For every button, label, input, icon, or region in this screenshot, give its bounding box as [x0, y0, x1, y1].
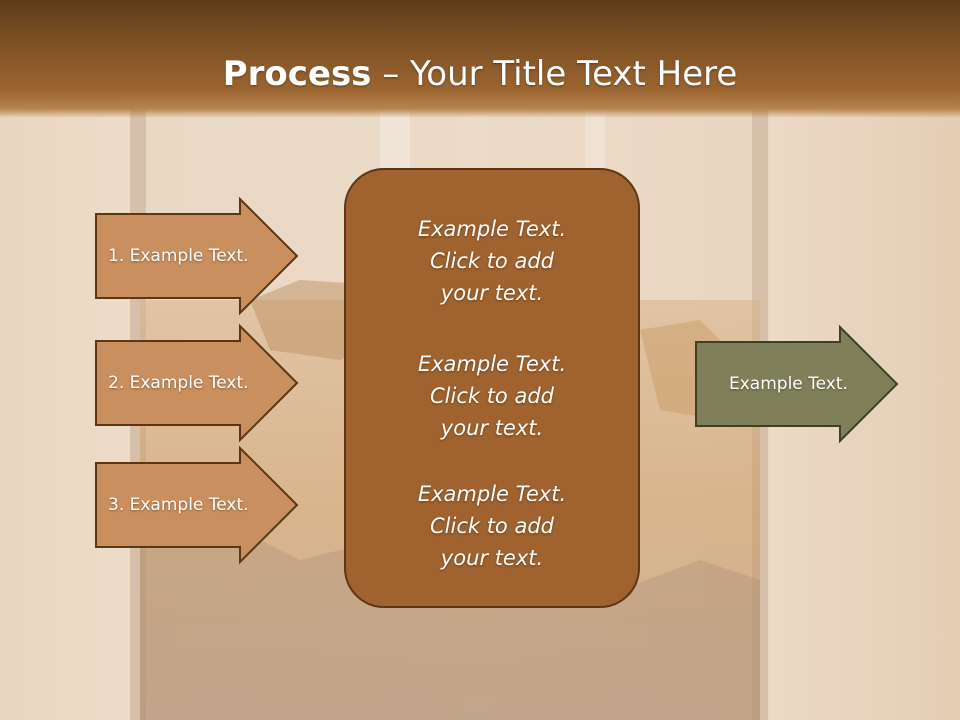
- center-paragraph-2: Example Text. Click to add your text.: [344, 348, 640, 444]
- center-paragraph-1-line-1: Example Text.: [417, 217, 567, 241]
- left-arrow-2-shape[interactable]: [95, 323, 299, 443]
- center-paragraph-3-line-2: Click to add: [429, 514, 554, 538]
- center-paragraph-2-line-3: your text.: [440, 416, 544, 440]
- center-paragraph-1: Example Text. Click to add your text.: [344, 213, 640, 309]
- left-arrow-1-shape[interactable]: [95, 196, 299, 316]
- center-text-box[interactable]: [344, 168, 640, 608]
- center-paragraph-3-line-3: your text.: [440, 546, 544, 570]
- center-paragraph-1-line-2: Click to add: [429, 249, 554, 273]
- center-paragraph-1-line-3: your text.: [440, 281, 544, 305]
- slide-title-rest: – Your Title Text Here: [371, 54, 738, 94]
- title-banner: [0, 0, 960, 118]
- center-paragraph-2-line-1: Example Text.: [417, 352, 567, 376]
- left-arrow-1-label: 1. Example Text.: [108, 246, 249, 266]
- left-arrow-3-shape[interactable]: [95, 445, 299, 565]
- left-arrow-3-label: 3. Example Text.: [108, 495, 249, 515]
- slide-title[interactable]: Process – Your Title Text Here: [0, 52, 960, 96]
- slide-title-bold: Process: [222, 54, 372, 94]
- center-paragraph-3-line-1: Example Text.: [417, 482, 567, 506]
- right-arrow-shape[interactable]: [695, 324, 899, 444]
- center-paragraph-2-line-2: Click to add: [429, 384, 554, 408]
- center-paragraph-3: Example Text. Click to add your text.: [344, 478, 640, 574]
- left-arrow-2-label: 2. Example Text.: [108, 373, 249, 393]
- right-arrow-label: Example Text.: [729, 374, 848, 394]
